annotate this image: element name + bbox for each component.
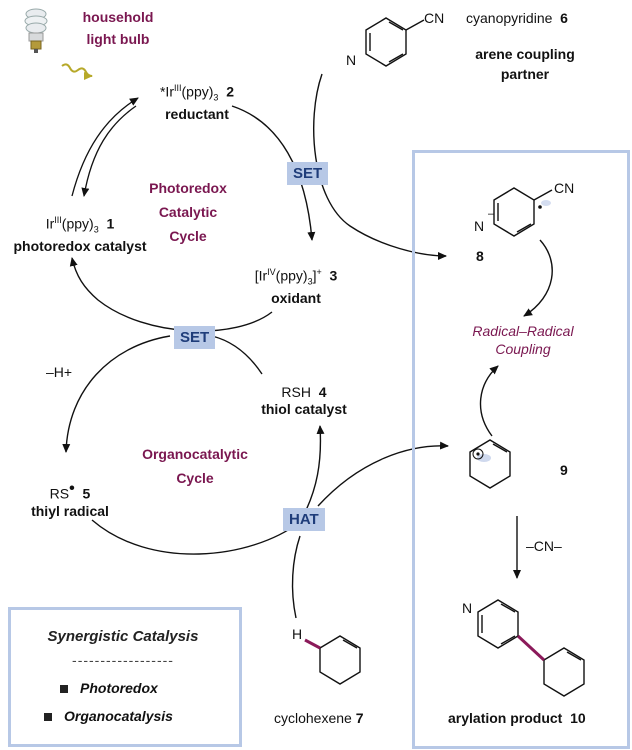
- product-n: N: [462, 600, 473, 616]
- cyanopyridine-cn: CN: [424, 10, 445, 26]
- ground-iridium-label: IrIII(ppy)3 1 photoredox catalyst: [13, 215, 147, 255]
- cyclohexene-structure: [319, 635, 361, 685]
- excitation-arrow: [71, 97, 139, 197]
- cyanopyridine-name: cyanopyridine 6: [466, 10, 568, 26]
- organo-arc-bottom: [91, 519, 301, 555]
- light-source-label: household light bulb: [82, 9, 154, 47]
- set-tag-middle: SET: [174, 326, 216, 349]
- legend-title: Synergistic Catalysis: [47, 628, 199, 645]
- oxidized-iridium-label: [IrIV(ppy)3]+ 3 oxidant: [254, 267, 338, 307]
- thiyl-label: RS• 5 thiyl radical: [31, 480, 109, 519]
- product-panel: [412, 150, 630, 749]
- organo-cycle-title: Organocatalytic Cycle: [142, 446, 248, 486]
- cyanopyridine-role: arene coupling partner: [475, 46, 575, 82]
- hat-to-allyl-arrow: [317, 441, 449, 507]
- legend-bullet-icon: [60, 685, 68, 694]
- radical-anion-charge: –: [488, 208, 495, 220]
- thiol-oxidation-arrow: [211, 335, 263, 375]
- radical-anion-n: N: [474, 218, 485, 234]
- product-label: arylation product 10: [448, 710, 586, 726]
- cyclohexene-h: H: [292, 626, 303, 642]
- decyanation-label: –CN–: [526, 538, 562, 554]
- light-wavy-arrow: [61, 63, 93, 80]
- radical-coupling-label: Radical–Radical Coupling: [472, 323, 574, 357]
- allyl-radical-number: 9: [560, 462, 568, 478]
- deprotonation-label: –H+: [46, 364, 73, 380]
- radical-anion-number: 8: [476, 248, 484, 264]
- excited-iridium-label: *IrIII(ppy)3 2 reductant: [159, 83, 234, 123]
- radical-anion-coupling-arrow: [523, 239, 553, 317]
- photoredox-arc-top: [231, 105, 316, 241]
- radical-anion-structure: [493, 187, 553, 237]
- legend-item-photoredox: Photoredox: [60, 680, 158, 696]
- allyl-radical-coupling-arrow: [479, 365, 499, 437]
- thiol-label: RSH 4 thiol catalyst: [261, 384, 347, 417]
- allyl-radical-structure: [469, 439, 511, 489]
- radical-anion-cn: CN: [554, 180, 575, 196]
- legend-item-organocatalysis: Organocatalysis: [44, 708, 173, 724]
- legend-bullet-icon: [44, 713, 52, 722]
- photoredox-cycle-title: Photoredox Catalytic Cycle: [149, 180, 227, 244]
- cyanopyridine-structure: [365, 17, 425, 67]
- legend-panel: [8, 607, 242, 747]
- legend-divider: ------------------: [72, 652, 174, 668]
- relaxation-arrow: [81, 105, 137, 197]
- hat-tag: HAT: [283, 508, 325, 531]
- light-bulb-icon: [20, 6, 52, 56]
- cyclohexene-arrow: [291, 535, 301, 619]
- cyclohexene-label: cyclohexene 7: [274, 710, 364, 726]
- cyanopyridine-n: N: [346, 52, 357, 68]
- organo-arc-left: [62, 335, 171, 453]
- set-tag-top: SET: [287, 162, 329, 185]
- photoredox-arc-bottom: [69, 257, 273, 332]
